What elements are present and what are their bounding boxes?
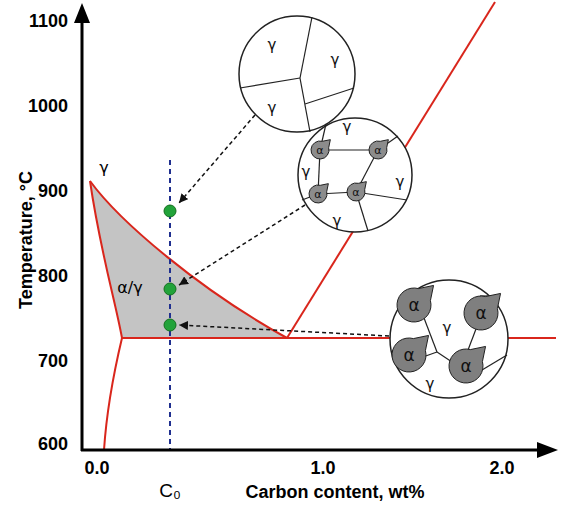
microstructure-circle: γγαααα: [389, 279, 509, 399]
leader-arrow: [179, 325, 389, 336]
grain-boundary: [305, 88, 354, 104]
grain-boundary: [300, 78, 310, 132]
grain-symbol: α: [374, 145, 381, 156]
x-axis: [81, 449, 538, 452]
y-axis-title: Temperature, °C: [16, 171, 37, 309]
grain-outline: [397, 285, 434, 322]
leader-arrow: [179, 115, 255, 203]
grain-outline: [309, 184, 328, 203]
ferrite-grain: α: [347, 183, 365, 201]
grain-symbol: α: [352, 187, 359, 198]
state-dot: [164, 283, 176, 295]
grain-symbol: α: [475, 305, 486, 322]
grain-outline: [392, 335, 429, 372]
grain-outline: [347, 182, 366, 201]
grain-boundary: [300, 17, 312, 78]
phase-symbol: γ: [396, 175, 405, 190]
circle-border: [239, 16, 355, 132]
y-tick-label: 1100: [29, 11, 68, 32]
ferrite-grain: α: [397, 288, 431, 322]
phase-symbol: γ: [331, 53, 340, 68]
alpha-solvus: [104, 338, 122, 450]
y-axis-arrow: [74, 3, 90, 23]
phase-symbol: γ: [443, 321, 452, 336]
grain-outline: [464, 293, 501, 330]
y-tick-label: 600: [38, 434, 68, 455]
alpha-boundary: [90, 181, 122, 338]
grain-symbol: α: [316, 145, 323, 156]
state-dot: [164, 205, 176, 217]
grain-outline: [369, 140, 388, 159]
y-tick-label: 800: [38, 266, 68, 287]
ferrite-grain: α: [464, 296, 498, 330]
ferrite-grain: α: [311, 141, 329, 159]
grain-symbol: α: [408, 297, 419, 314]
phase-symbol: γ: [302, 165, 311, 180]
state-dot: [164, 319, 176, 331]
x-tick-label: 1.0: [310, 458, 335, 479]
y-axis: [81, 20, 84, 451]
x-axis-arrow: [537, 442, 558, 458]
phase-symbol: γ: [426, 377, 435, 392]
phase-symbol: γ: [343, 120, 352, 135]
ferrite-grain: α: [392, 338, 426, 372]
x-tick-label: 0.0: [84, 458, 109, 479]
phase-symbol: γ: [268, 101, 277, 116]
phase-symbol: γ: [268, 38, 277, 53]
x-axis-title: Carbon content, wt%: [246, 482, 425, 503]
grain-boundary: [482, 355, 507, 370]
composition-line: [169, 160, 171, 450]
y-tick-label: 900: [38, 181, 68, 202]
ferrite-grain: α: [309, 185, 327, 203]
grain-boundary: [240, 78, 300, 88]
grain-outline: [311, 140, 330, 159]
microstructure-circle: γ γ γ: [238, 15, 356, 133]
ferrite-grain: α: [369, 141, 387, 159]
circle-outline: [238, 15, 356, 133]
y-tick-label: 700: [38, 351, 68, 372]
phase-label: γ: [99, 158, 108, 177]
ferrite-grain: α: [449, 349, 483, 383]
grain-symbol: α: [460, 358, 471, 375]
grain-symbol: α: [314, 189, 321, 200]
circle-border: [390, 280, 508, 398]
grain-symbol: α: [403, 347, 414, 364]
x-tick-label: 2.0: [489, 458, 514, 479]
microstructure-circle: γγγγαααα: [297, 117, 413, 233]
a3-line: [90, 181, 287, 338]
leader-arrow: [179, 205, 305, 285]
phase-label: α/γ: [117, 278, 142, 297]
grain-outline: [449, 346, 486, 383]
circle-border: [298, 118, 412, 232]
grain-boundary: [468, 329, 476, 350]
y-tick-label: 1000: [28, 96, 68, 117]
two-phase-region: [90, 181, 287, 338]
composition-label: C₀: [159, 480, 181, 502]
phase-symbol: γ: [333, 214, 342, 229]
